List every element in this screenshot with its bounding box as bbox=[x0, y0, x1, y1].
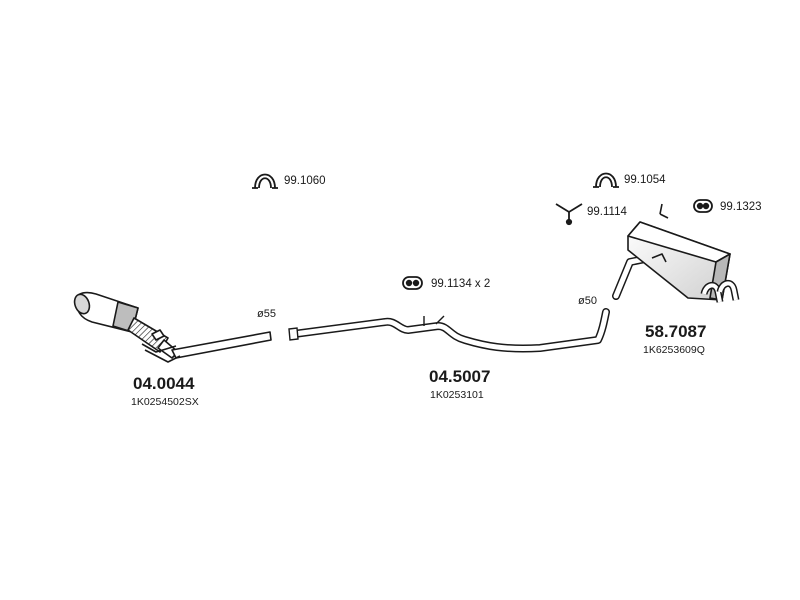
middle-pipe-drawing bbox=[288, 308, 610, 353]
middle-oem-number: 1K0253101 bbox=[430, 389, 484, 401]
rear-silencer-drawing bbox=[612, 203, 740, 303]
front-pipe-drawing bbox=[73, 291, 272, 363]
bracket-code: 99.1114 bbox=[587, 206, 627, 218]
diameter-front-label: ø55 bbox=[257, 308, 276, 320]
diameter-rear-label: ø50 bbox=[578, 295, 597, 307]
middle-part-number: 04.5007 bbox=[429, 367, 491, 386]
bracket-icon bbox=[555, 203, 583, 226]
rubber-mount-rear-code: 99.1323 bbox=[720, 201, 762, 213]
clamp-icon-rear bbox=[593, 172, 619, 188]
rubber-mount-icon-rear bbox=[693, 199, 713, 213]
clamp-rear-code: 99.1054 bbox=[624, 174, 666, 186]
clamp-icon-front bbox=[252, 173, 278, 189]
rubber-mount-icon-mid bbox=[402, 276, 423, 290]
front-oem-number: 1K0254502SX bbox=[131, 396, 199, 408]
rear-part-number: 58.7087 bbox=[645, 322, 707, 341]
rear-oem-number: 1K6253609Q bbox=[643, 344, 705, 356]
clamp-front-code: 99.1060 bbox=[284, 175, 326, 187]
front-part-number: 04.0044 bbox=[133, 374, 195, 393]
rubber-mount-mid-code: 99.1134 x 2 bbox=[431, 278, 491, 290]
